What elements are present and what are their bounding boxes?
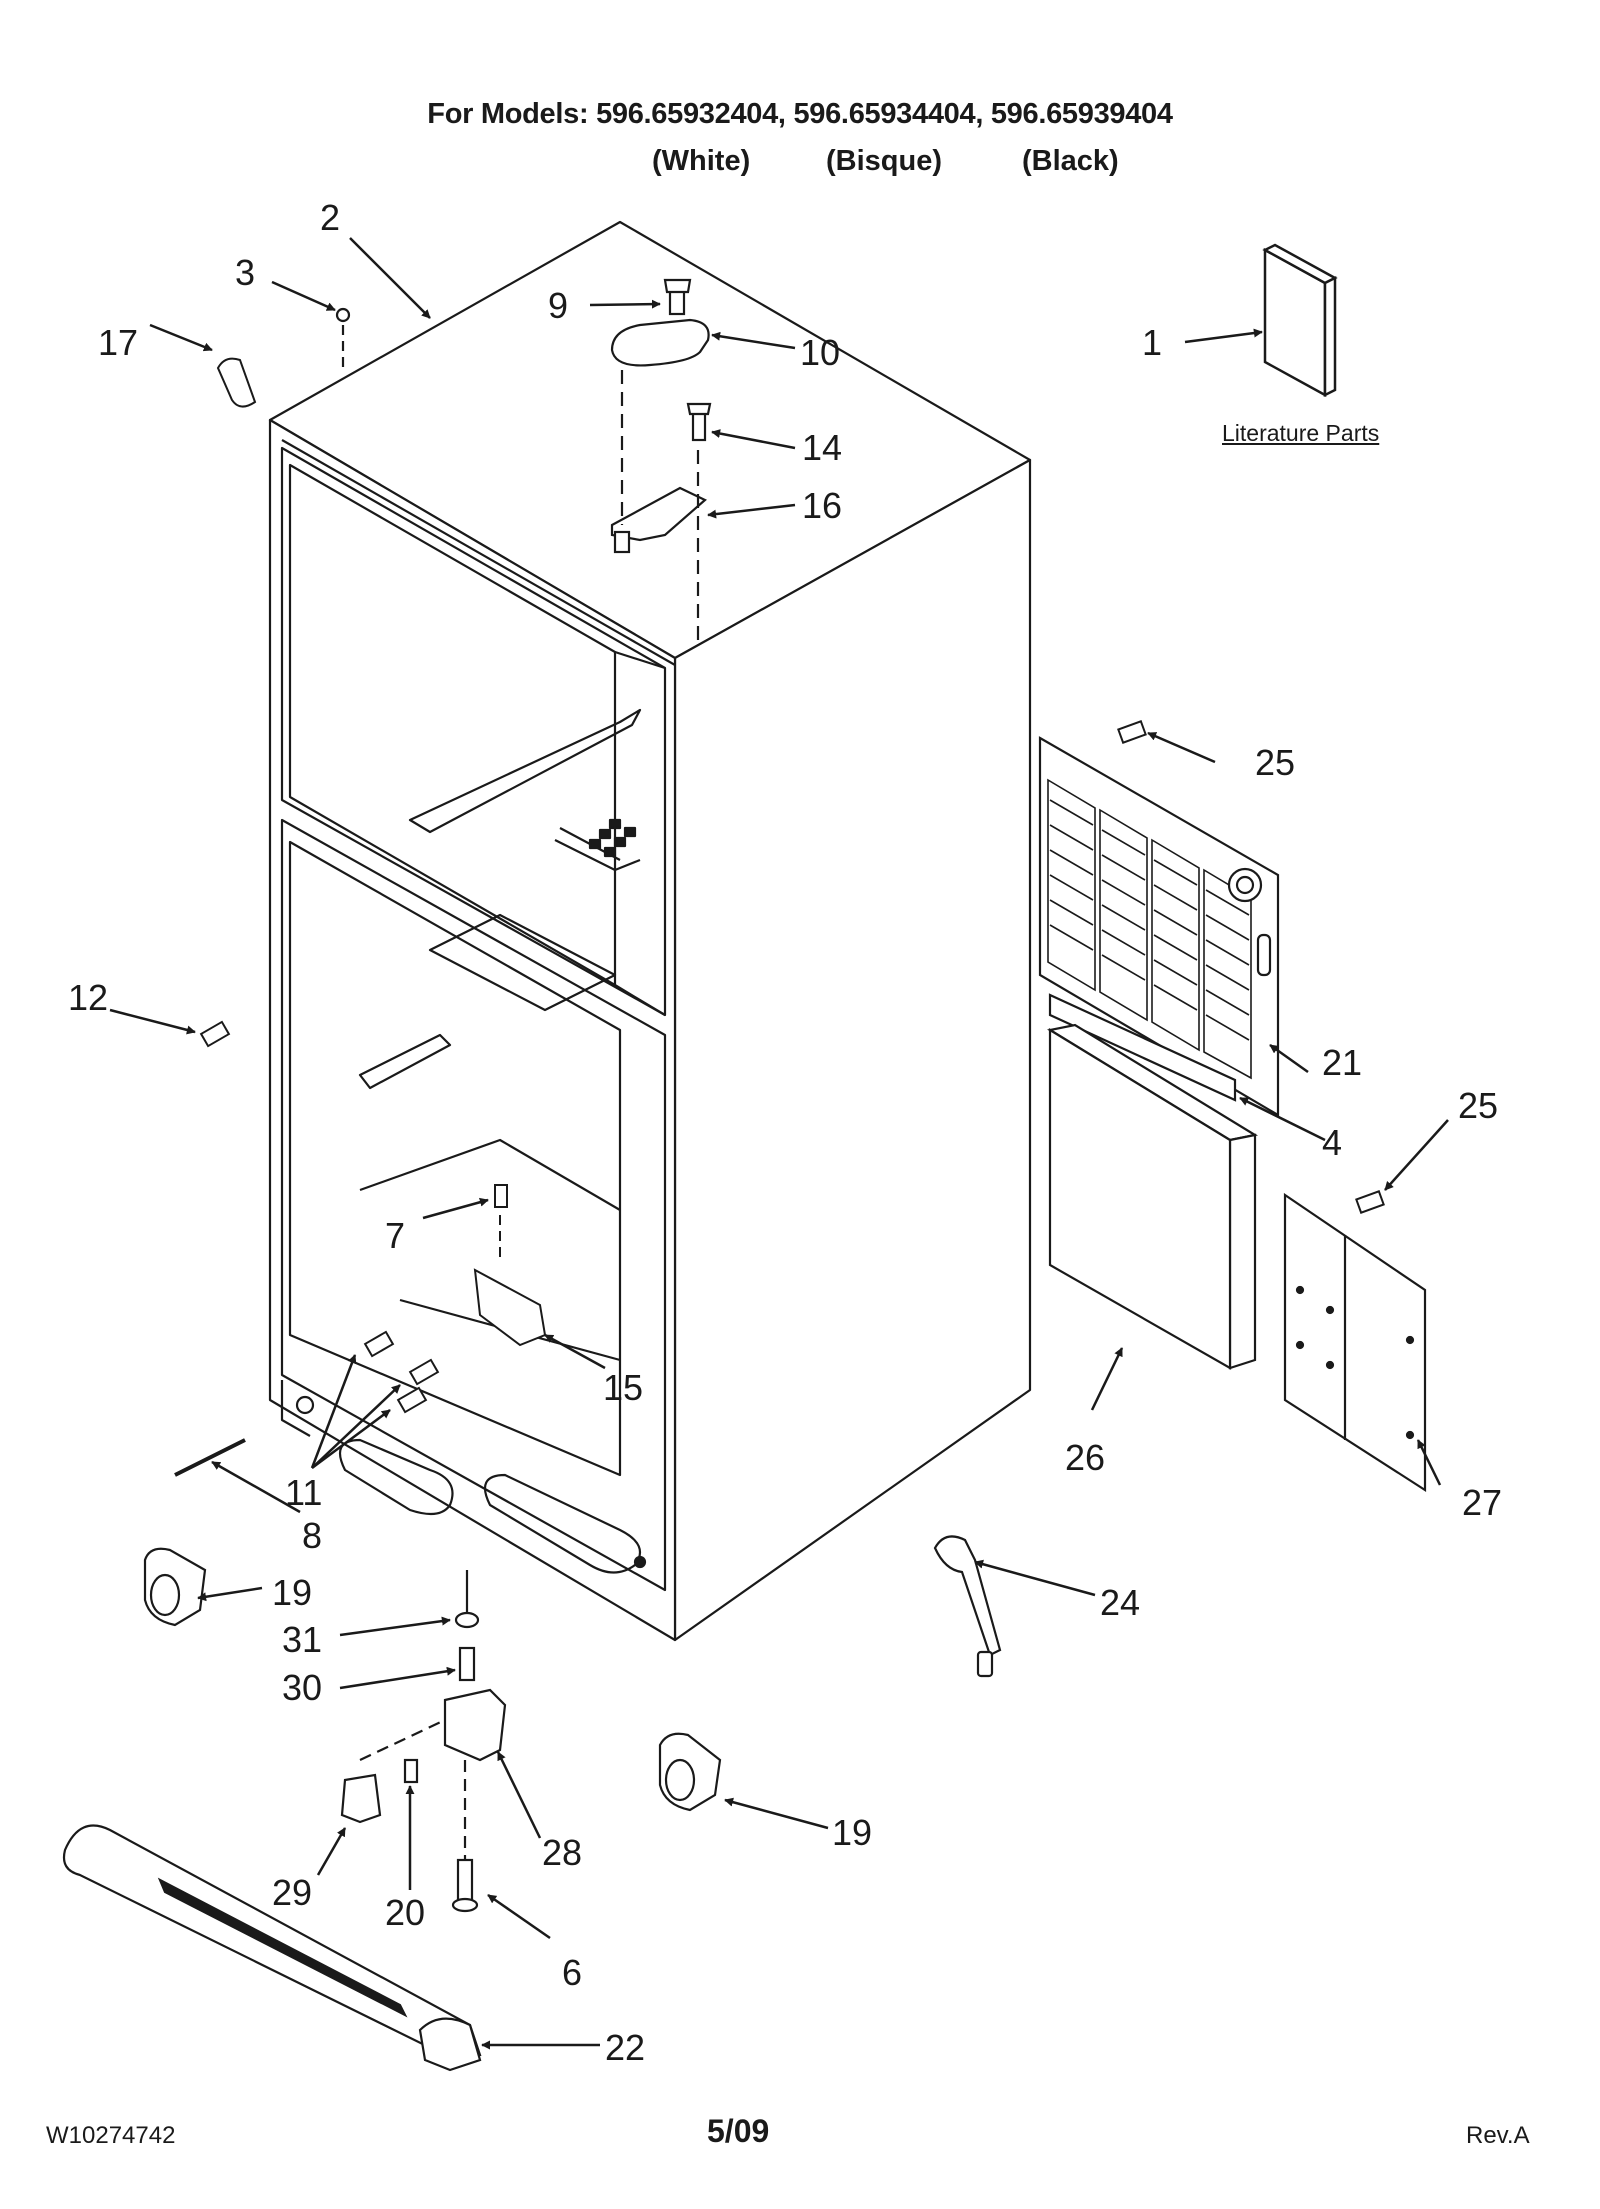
revision-label: Rev.A — [1466, 2122, 1530, 2149]
callout-7: 7 — [385, 1215, 405, 1256]
callout-6: 6 — [562, 1952, 582, 1993]
callout-31: 31 — [282, 1619, 322, 1660]
callout-29: 29 — [272, 1872, 312, 1913]
callout-26: 26 — [1065, 1437, 1105, 1478]
literature-book-icon — [1262, 243, 1338, 398]
callout-3: 3 — [235, 252, 255, 293]
trim-strip-4 — [1048, 993, 1237, 1102]
screws — [174, 720, 1385, 1477]
callout-16: 16 — [802, 485, 842, 526]
callout-2: 2 — [320, 197, 340, 238]
callout-12: 12 — [68, 977, 108, 1018]
callout-24: 24 — [1100, 1582, 1140, 1623]
callout-9: 9 — [548, 285, 568, 326]
bracket-15 — [473, 1268, 547, 1347]
callout-21: 21 — [1322, 1042, 1362, 1083]
document-number: W10274742 — [46, 2122, 176, 2149]
callout-28: 28 — [542, 1832, 582, 1873]
callout-27: 27 — [1462, 1482, 1502, 1523]
page-title: For Models: 596.65932404, 596.65934404, … — [427, 98, 1173, 130]
literature-parts-label: Literature Parts — [1222, 420, 1380, 446]
callout-14: 14 — [802, 427, 842, 468]
model-color-bisque: (Bisque) — [826, 145, 942, 177]
callout-1: 1 — [1142, 322, 1162, 363]
callout-17: 17 — [98, 322, 138, 363]
leader-arrows — [109, 237, 1449, 2050]
refrigerator-cabinet — [268, 220, 1032, 1642]
insulation-panel-26 — [1047, 1023, 1258, 1370]
rear-panel-27 — [1283, 1192, 1427, 1493]
callout-labels: 1 2 3 4 6 7 8 9 10 11 12 14 15 16 17 19 … — [68, 197, 1502, 2068]
callout-19a: 19 — [272, 1572, 312, 1613]
model-color-white: (White) — [652, 145, 751, 177]
callout-25b: 25 — [1458, 1085, 1498, 1126]
callout-20: 20 — [385, 1892, 425, 1933]
model-color-black: (Black) — [1022, 145, 1119, 177]
top-hinge-parts — [335, 278, 712, 640]
revision-date: 5/09 — [707, 2113, 770, 2149]
callout-10: 10 — [800, 332, 840, 373]
callout-15: 15 — [603, 1367, 643, 1408]
callout-4: 4 — [1322, 1122, 1342, 1163]
base-grille-22 — [62, 1824, 482, 2072]
caster-wheels-19 — [143, 1547, 722, 1812]
power-cord-24 — [933, 1535, 1002, 1678]
grommet-17 — [216, 357, 257, 408]
callout-30: 30 — [282, 1667, 322, 1708]
callout-11: 11 — [285, 1472, 322, 1513]
callout-19b: 19 — [832, 1812, 872, 1853]
callout-22: 22 — [605, 2027, 645, 2068]
lower-hinge-parts — [340, 1570, 507, 1913]
front-grille-21 — [1038, 736, 1280, 1117]
callout-25a: 25 — [1255, 742, 1295, 783]
callout-8: 8 — [302, 1515, 322, 1556]
